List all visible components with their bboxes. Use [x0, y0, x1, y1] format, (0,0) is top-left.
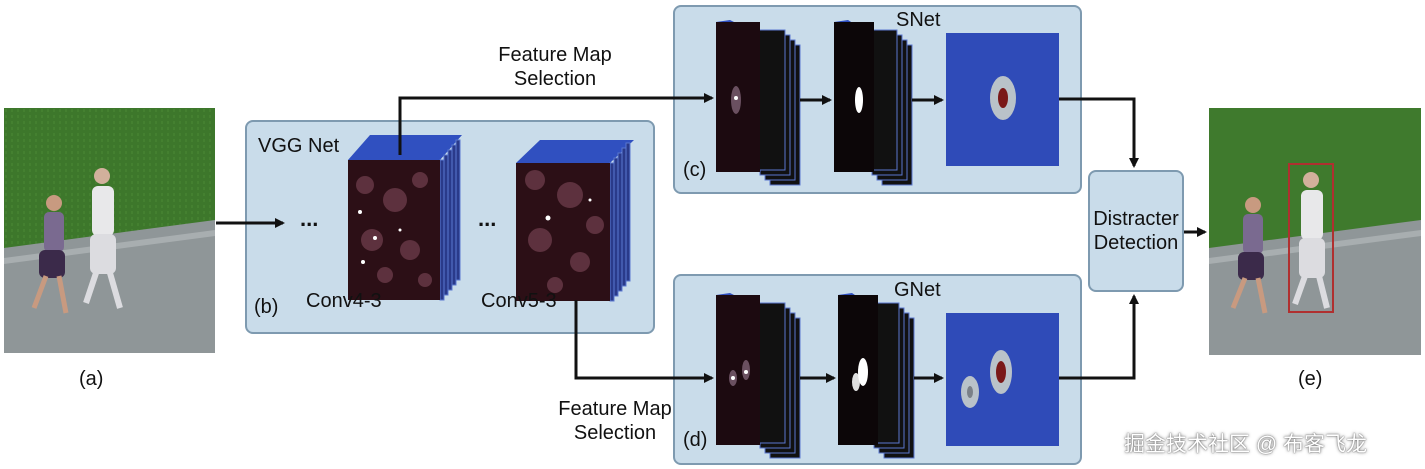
dots-before-conv4: ...	[300, 206, 319, 231]
distracter-detection-box: Distracter Detection	[1088, 170, 1184, 292]
distracter-label-line2: Detection	[1093, 232, 1179, 254]
snet-title: SNet	[896, 9, 941, 31]
snet-stack-2	[834, 20, 913, 186]
label-a: (a)	[79, 368, 104, 390]
output-photo	[1209, 108, 1421, 355]
vgg-net-title: VGG Net	[258, 135, 340, 157]
distracter-label-line1: Distracter	[1093, 208, 1179, 230]
gnet-title: GNet	[894, 279, 941, 301]
flow-arrows	[216, 93, 1207, 383]
label-d: (d)	[683, 429, 708, 451]
label-e: (e)	[1298, 368, 1323, 390]
gnet-stack-2	[838, 293, 915, 459]
feature-map-selection-bottom: Feature Map Selection	[540, 397, 690, 445]
conv4-3-feature-cube	[348, 135, 462, 301]
feature-map-bottom-line2: Selection	[573, 422, 657, 444]
input-photo	[4, 108, 215, 353]
feature-map-bottom-line1: Feature Map	[558, 398, 672, 420]
conv5-3-feature-cube	[516, 140, 634, 302]
feature-map-top-line1: Feature Map	[498, 44, 612, 66]
gnet-stack-1	[716, 293, 801, 459]
feature-map-selection-top: Feature Map Selection	[480, 43, 630, 91]
label-c: (c)	[683, 159, 707, 181]
snet-stack-1	[716, 20, 801, 186]
label-b: (b)	[254, 296, 279, 318]
dots-before-conv5: ...	[478, 206, 497, 231]
tracking-box	[1288, 163, 1334, 313]
conv5-3-label: Conv5-3	[481, 290, 557, 312]
watermark: 掘金技术社区 @ 布客飞龙	[1124, 433, 1367, 456]
feature-map-top-line2: Selection	[513, 68, 597, 90]
conv4-3-label: Conv4-3	[306, 290, 382, 312]
